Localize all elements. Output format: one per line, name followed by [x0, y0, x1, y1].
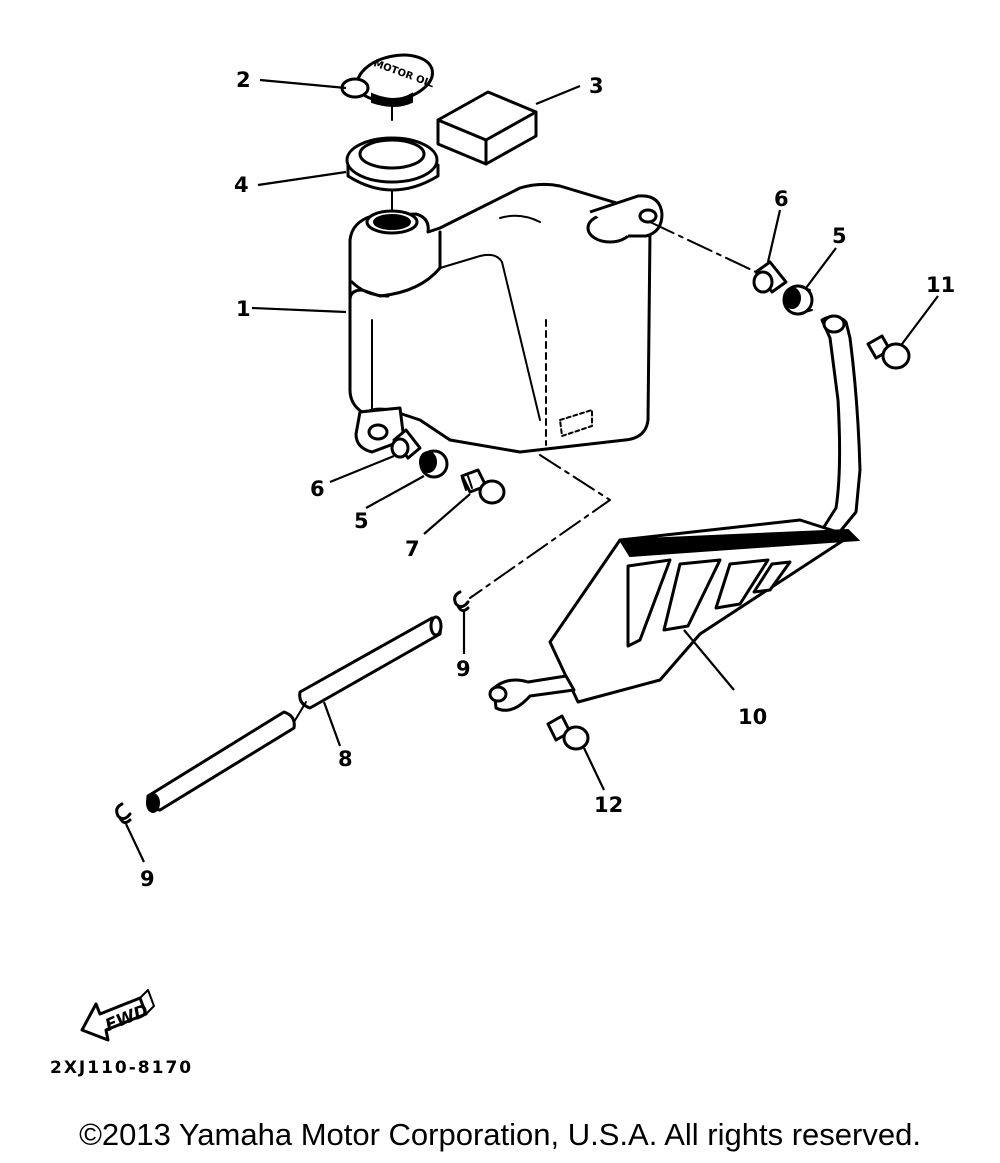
callout-6-lower: 6 [310, 477, 325, 501]
callout-10: 10 [738, 705, 767, 729]
callout-5-lower: 5 [354, 509, 369, 533]
callout-11: 11 [926, 273, 955, 297]
collar-lower[interactable] [390, 428, 422, 460]
callout-6-upper: 6 [774, 187, 789, 211]
foam-pad[interactable] [436, 90, 538, 166]
collar-upper[interactable] [752, 260, 788, 294]
tank-grommet[interactable] [345, 136, 440, 192]
callout-9-upper: 9 [456, 657, 471, 681]
tank-bracket[interactable] [488, 314, 862, 712]
callout-5-upper: 5 [832, 224, 847, 248]
bolt-11[interactable] [866, 334, 911, 370]
callout-2: 2 [236, 68, 251, 92]
parts-diagram: MOTOR OIL [80, 49, 955, 1042]
callout-3: 3 [589, 74, 604, 98]
callout-9-lower: 9 [140, 867, 155, 891]
oil-cap[interactable]: MOTOR OIL [340, 49, 437, 108]
callout-4: 4 [234, 173, 249, 197]
oil-hose[interactable] [146, 615, 443, 813]
callout-8: 8 [338, 747, 353, 771]
callout-1: 1 [236, 297, 251, 321]
diagram-code: 2XJ110-8170 [50, 1058, 194, 1078]
callout-12: 12 [594, 793, 623, 817]
hose-clip-lower[interactable] [115, 802, 132, 825]
damper-upper[interactable] [782, 284, 814, 316]
bolt-7[interactable] [460, 468, 506, 505]
bolt-12[interactable] [546, 714, 590, 751]
forward-arrow-icon: FWD [80, 989, 155, 1042]
damper-lower[interactable] [419, 449, 449, 479]
copyright-notice: ©2013 Yamaha Motor Corporation, U.S.A. A… [79, 1117, 921, 1152]
callout-7: 7 [405, 537, 420, 561]
hose-clip-upper[interactable] [453, 590, 470, 613]
oil-tank[interactable] [348, 182, 664, 454]
